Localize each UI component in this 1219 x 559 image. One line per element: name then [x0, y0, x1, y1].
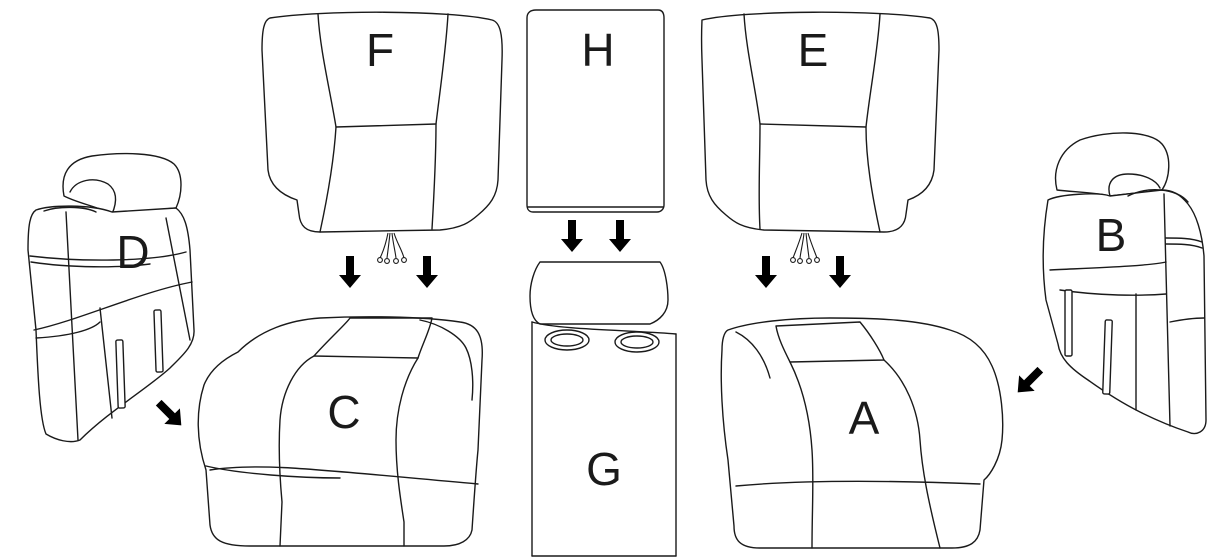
- part-d-side-back: D: [27, 152, 195, 443]
- arrow-icon: [755, 256, 777, 288]
- label-f: F: [366, 24, 394, 76]
- label-h: H: [581, 24, 614, 76]
- wire-connectors-left: [377, 232, 407, 264]
- arrow-icon: [339, 256, 361, 288]
- arrow-h-right: [609, 220, 631, 252]
- label-c: C: [327, 386, 360, 438]
- label-g: G: [586, 443, 622, 495]
- arrow-f-left: [339, 256, 361, 288]
- arrow-icon: [609, 220, 631, 252]
- arrow-f-right: [416, 256, 438, 288]
- label-b: B: [1096, 209, 1127, 261]
- part-c-seat-base: C: [197, 316, 483, 547]
- arrow-icon: [150, 394, 190, 434]
- part-f-back-cushion: F: [261, 11, 503, 233]
- label-d: D: [116, 226, 149, 278]
- arrow-icon: [1009, 361, 1049, 401]
- part-b-side-back: B: [1042, 132, 1207, 435]
- arrow-icon: [561, 220, 583, 252]
- wire-connectors-right: [790, 232, 820, 264]
- arrow-b-to-a: [1009, 361, 1049, 401]
- arrow-icon: [416, 256, 438, 288]
- arrow-d-to-c: [150, 394, 190, 434]
- part-h-console-lid: H: [526, 9, 665, 213]
- part-a-seat-base: A: [720, 317, 1004, 549]
- arrow-h-left: [561, 220, 583, 252]
- arrow-e-right: [829, 256, 851, 288]
- part-e-back-cushion: E: [700, 11, 940, 233]
- label-a: A: [849, 392, 880, 444]
- arrow-e-left: [755, 256, 777, 288]
- part-g-console-base: G: [529, 261, 677, 557]
- arrow-icon: [829, 256, 851, 288]
- label-e: E: [798, 24, 829, 76]
